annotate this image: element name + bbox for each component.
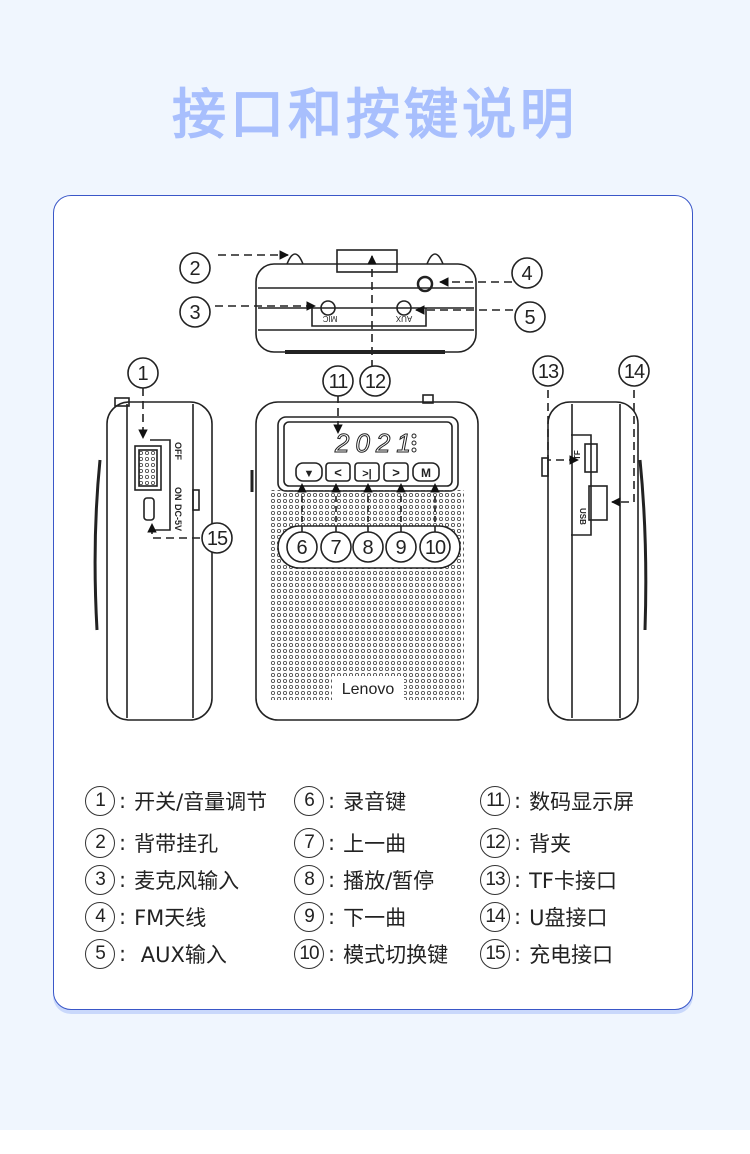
usb-label: USB [578,508,587,525]
back-clip-top [336,249,398,273]
callout-11: 11 [322,365,354,397]
svg-text:11: 11 [329,371,349,393]
top-view: MIC AUX [215,249,513,368]
svg-text:>|: >| [362,468,372,480]
legend-item: 3:麦克风输入 [85,865,239,895]
mic-label: MIC [322,314,337,323]
svg-text:12: 12 [365,371,386,393]
callout-1: 1 [127,357,159,389]
legend-item: 14:U盘接口 [480,902,607,932]
svg-text:10: 10 [425,537,446,559]
left-side-view: OFF ON DC-5V [93,388,213,721]
fm-antenna-jack [416,275,434,293]
callout-2: 2 [179,252,211,284]
power-volume-switch [134,445,162,491]
legend-item: 1:开关/音量调节 [85,786,267,816]
callout-4: 4 [511,257,543,289]
prev-button [325,462,351,482]
page-title: 接口和按键说明 [172,83,578,146]
aux-jack [396,300,412,316]
svg-text:3: 3 [189,302,200,324]
svg-text:9: 9 [395,537,406,559]
callout-8: 8 [352,531,384,563]
legend-item: 5: AUX输入 [85,939,227,969]
svg-text:14: 14 [624,361,645,383]
legend-item: 13:TF卡接口 [480,865,617,895]
callout-3: 3 [179,296,211,328]
callout-9: 9 [385,531,417,563]
right-side-view: TF USB [541,390,648,721]
mic-jack [320,300,336,316]
dc-charge-port [143,497,155,521]
switch-on-label: ON [173,487,183,501]
svg-text:▼: ▼ [304,468,315,480]
svg-text:6: 6 [296,537,307,559]
display-digits: 2021 [334,428,417,458]
callout-5: 5 [514,301,546,333]
mode-button-label: M [421,466,431,480]
callouts: 1 2 3 4 5 6 7 8 9 10 11 12 13 14 15 [127,252,650,563]
aux-label: AUX [395,314,412,323]
brand-logo: Lenovo [342,681,395,698]
legend-item: 4:FM天线 [85,902,206,932]
callout-14: 14 [618,355,650,387]
legend-item: 6:录音键 [294,786,406,816]
legend-item: 8:播放/暂停 [294,865,434,895]
tf-card-slot [584,443,598,473]
legend-item: 10:模式切换键 [294,939,448,969]
svg-text:2: 2 [189,258,200,280]
dc-label: DC-5V [173,504,183,531]
bottom-strip [0,1130,750,1154]
mode-button [412,462,440,482]
strap-hole-right [426,253,444,265]
svg-text:13: 13 [538,361,559,383]
callout-10: 10 [419,531,451,563]
legend-item: 12:背夹 [480,828,571,858]
tf-label: TF [573,450,582,460]
callout-12: 12 [359,365,391,397]
next-button [383,462,409,482]
switch-off-label: OFF [173,442,183,460]
strap-hole-left [286,253,304,265]
legend-item: 7:上一曲 [294,828,406,858]
callout-15: 15 [201,522,233,554]
speaker-grille [270,490,464,700]
callout-13: 13 [532,355,564,387]
svg-text:8: 8 [362,537,373,559]
svg-text:7: 7 [330,537,341,559]
callout-6: 6 [286,531,318,563]
svg-text:15: 15 [207,528,228,550]
svg-text:1: 1 [137,363,148,385]
callout-7: 7 [320,531,352,563]
play-pause-button [354,462,380,482]
svg-text:4: 4 [521,263,532,285]
svg-text:<: < [334,465,342,480]
legend-item: 2:背带挂孔 [85,828,218,858]
svg-text:>: > [392,465,400,480]
legend-item: 9:下一曲 [294,902,406,932]
legend-item: 11:数码显示屏 [480,786,634,816]
legend-item: 15:充电接口 [480,939,613,969]
record-button [295,462,323,482]
usb-port [588,485,608,521]
svg-text:5: 5 [524,307,535,329]
